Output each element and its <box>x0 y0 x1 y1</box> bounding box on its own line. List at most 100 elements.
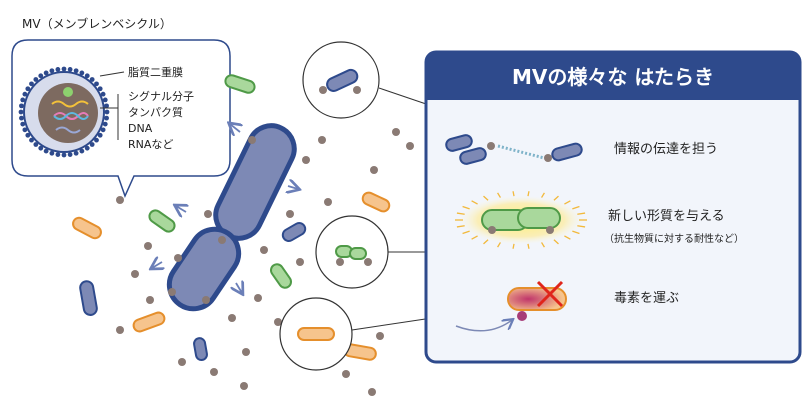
function-sub-1: （抗生物質に対する耐性など） <box>604 232 744 245</box>
rna-icon <box>55 126 81 134</box>
connector-line <box>378 87 433 107</box>
mv-particle <box>406 142 414 150</box>
mv-particle <box>174 254 182 262</box>
orange-bacterium <box>361 191 391 213</box>
green-bacterium <box>224 74 256 94</box>
lipid-head <box>29 81 34 87</box>
glow-ray <box>572 230 580 235</box>
lipid-head <box>104 109 110 115</box>
lipid-head <box>29 137 34 143</box>
cross-icon-stroke <box>536 280 564 308</box>
bacterium-cell-lower <box>166 226 242 312</box>
lipid-head <box>19 103 24 109</box>
mv-particle <box>336 258 344 266</box>
function-signal: 情報の伝達を担う <box>445 134 718 165</box>
contents-label-2: DNA <box>128 122 153 135</box>
blue-bacterium <box>193 337 208 362</box>
glow-ray <box>483 239 489 245</box>
glow-ray <box>541 192 545 198</box>
glow-ray <box>471 235 478 240</box>
lipid-head <box>38 145 44 151</box>
glow-ray <box>462 205 470 210</box>
lipid-head <box>20 97 26 103</box>
blue-bacterium <box>326 68 359 92</box>
mv-particle <box>342 370 350 378</box>
glow-ray <box>553 195 559 201</box>
lipid-head <box>67 67 73 72</box>
mv-particle <box>228 314 236 322</box>
lipid-head <box>22 127 28 133</box>
contents-label-1: タンパク質 <box>128 105 183 119</box>
lipid-head <box>100 127 106 133</box>
arrow-icon <box>288 186 298 189</box>
mv-particle <box>240 382 248 390</box>
membrane-leader <box>99 71 125 77</box>
lipid-head <box>55 152 61 157</box>
glow-ray <box>483 195 489 201</box>
mv-particle <box>116 326 124 334</box>
function-trait: 新しい形質を与える （抗生物質に対する耐性など） <box>455 191 744 249</box>
mv-particle <box>286 210 294 218</box>
lipid-head <box>67 152 73 157</box>
glow-ray <box>471 200 478 205</box>
mv-particle <box>242 348 250 356</box>
lipid-head <box>38 73 44 79</box>
mv-particle <box>146 296 154 304</box>
mv-title: MV（メンブレンベシクル） <box>22 16 172 31</box>
mv-particle <box>260 246 268 254</box>
lipid-head <box>73 150 79 156</box>
contents-label-0: シグナル分子 <box>128 89 194 103</box>
arrow-icon <box>152 262 162 268</box>
lipid-head <box>43 70 49 76</box>
function-toxin: 毒素を運ぶ <box>455 280 679 332</box>
mv-particle <box>296 258 304 266</box>
blue-bacterium <box>551 142 583 162</box>
glow-ray <box>456 212 465 215</box>
mv-particle <box>116 196 124 204</box>
function-label-0: 情報の伝達を担う <box>614 142 718 157</box>
lipid-head <box>61 66 67 72</box>
mv-particle <box>370 166 378 174</box>
release-arrows <box>152 124 298 293</box>
function-label-2: 毒素を運ぶ <box>614 291 679 306</box>
glow-ray <box>462 230 470 235</box>
scattered-bacteria <box>72 74 391 362</box>
mv-particle <box>131 270 139 278</box>
arrow-icon <box>236 283 242 293</box>
glow-ray <box>564 235 571 240</box>
green-bacterium <box>517 207 561 229</box>
lipid-head <box>18 109 24 115</box>
glow-ray <box>527 243 530 249</box>
dividing-bacterium <box>166 123 297 312</box>
glow-ray <box>497 192 501 198</box>
lipid-head <box>61 152 67 158</box>
membrane-label: 脂質二重膜 <box>128 65 183 79</box>
mv-particle <box>210 368 218 376</box>
mv-particle <box>376 332 384 340</box>
glow-ray <box>527 191 530 197</box>
green-bacterium <box>349 247 367 260</box>
mv-particle <box>544 154 552 162</box>
lipid-head <box>104 115 109 121</box>
magnifier-circles <box>279 41 433 371</box>
mv-particle <box>202 296 210 304</box>
mv-particle <box>302 156 310 164</box>
lipid-head <box>89 77 95 82</box>
orange-bacterium <box>297 327 335 341</box>
lipid-head <box>100 91 106 97</box>
mv-particle <box>178 358 186 366</box>
mv-particle <box>318 136 326 144</box>
mv-particle <box>392 128 400 136</box>
lipid-head <box>84 73 90 79</box>
mv-particle <box>368 388 376 396</box>
lipid-head <box>79 148 85 154</box>
signal-molecule-icon <box>63 87 73 97</box>
glow-ray <box>497 242 501 248</box>
glow-ray <box>553 239 559 245</box>
mv-particle <box>546 226 554 234</box>
mv-particle <box>218 236 226 244</box>
green-bacterium <box>148 209 176 233</box>
glow-ray <box>572 205 580 210</box>
lipid-head <box>79 70 85 76</box>
blue-bacterium <box>281 222 307 242</box>
